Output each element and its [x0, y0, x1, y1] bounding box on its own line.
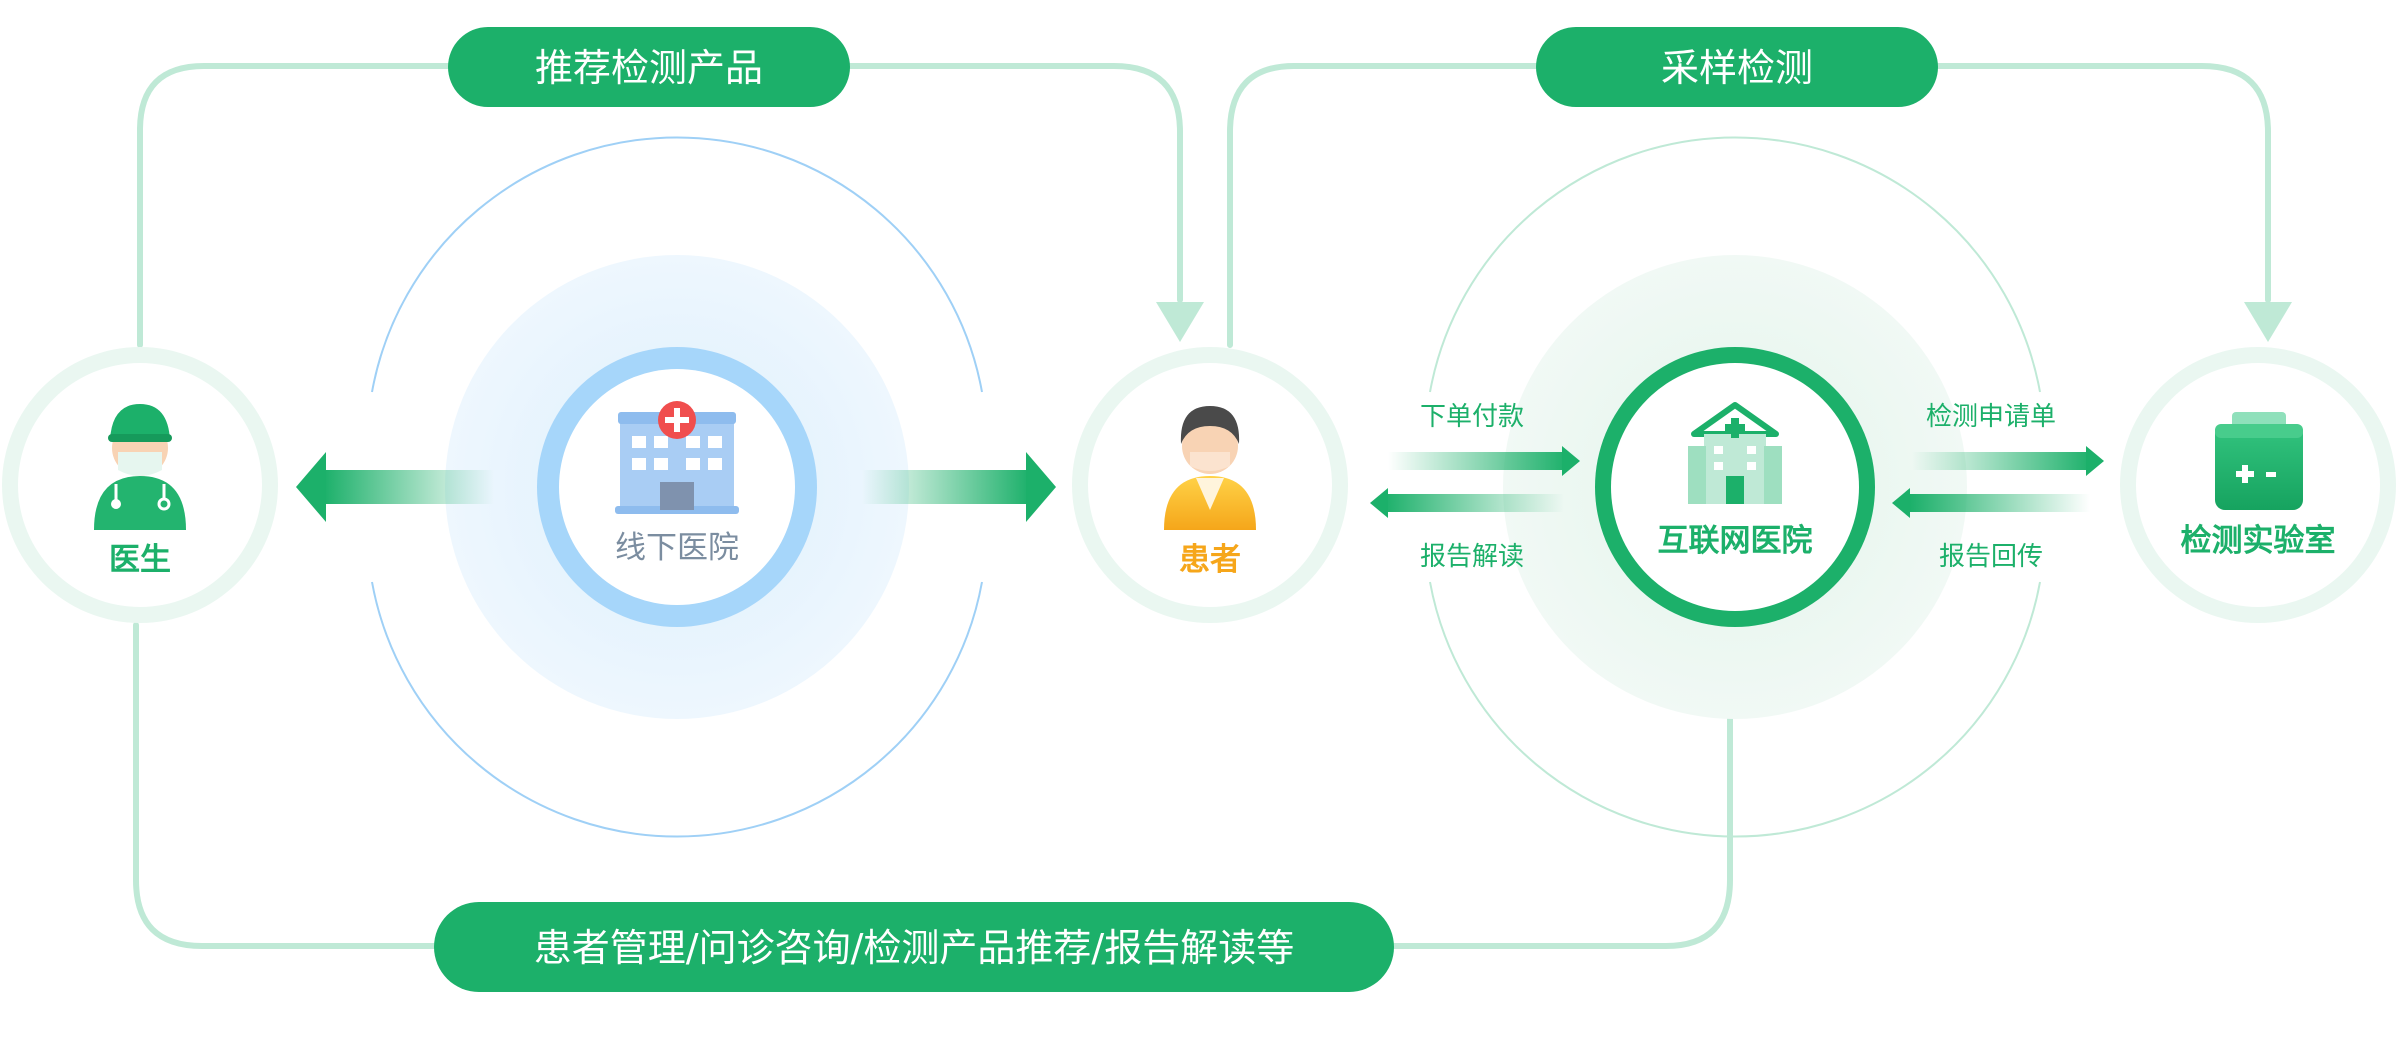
pill-services: 患者管理/问诊咨询/检测产品推荐/报告解读等 — [434, 902, 1394, 992]
connector-arrowhead-lab — [2244, 302, 2292, 342]
offline-orbit-top — [371, 136, 983, 393]
flow-report-return: 报告回传 — [1892, 488, 2090, 572]
pill-sampling: 采样检测 — [1536, 27, 1938, 107]
lab-label: 检测实验室 — [2181, 523, 2336, 559]
patient-node: 患者 — [1072, 347, 1348, 623]
pill-sampling-label: 采样检测 — [1661, 46, 1813, 90]
flow-order-pay: 下单付款 — [1388, 402, 1580, 476]
arrow-to-patient — [862, 452, 1056, 522]
flow-test-request: 检测申请单 — [1912, 402, 2104, 476]
flow-report-read-label: 报告解读 — [1420, 542, 1524, 572]
medical-kit-icon — [2215, 412, 2303, 510]
doctor-node: 医生 — [2, 347, 278, 623]
doctor-icon — [94, 404, 186, 530]
internet-hospital-cluster: 互联网医院 — [1429, 136, 2041, 838]
flow-test-request-label: 检测申请单 — [1926, 402, 2056, 432]
offline-hospital-label: 线下医院 — [615, 530, 739, 566]
patient-icon — [1164, 406, 1256, 530]
pill-recommend-label: 推荐检测产品 — [535, 46, 763, 90]
connector-services — [133, 622, 1733, 949]
internet-orbit-bottom — [1429, 581, 2041, 838]
flow-report-return-label: 报告回传 — [1939, 542, 2043, 572]
flow-report-read: 报告解读 — [1370, 488, 1564, 572]
arrow-to-doctor — [296, 452, 494, 522]
offline-orbit-bottom — [371, 581, 983, 838]
patient-label: 患者 — [1179, 542, 1241, 578]
offline-hospital-cluster: 线下医院 — [371, 136, 983, 838]
connector-arrowhead-patient — [1156, 302, 1204, 342]
pill-recommend: 推荐检测产品 — [448, 27, 850, 107]
doctor-label: 医生 — [109, 542, 171, 578]
hospital-building-icon — [615, 401, 739, 514]
internet-hospital-label: 互联网医院 — [1658, 523, 1813, 559]
clinic-icon — [1688, 402, 1782, 504]
lab-node: 检测实验室 — [2120, 347, 2396, 623]
pill-services-label: 患者管理/问诊咨询/检测产品推荐/报告解读等 — [534, 926, 1294, 970]
flow-order-pay-label: 下单付款 — [1420, 402, 1524, 432]
internet-orbit-top — [1429, 136, 2041, 393]
